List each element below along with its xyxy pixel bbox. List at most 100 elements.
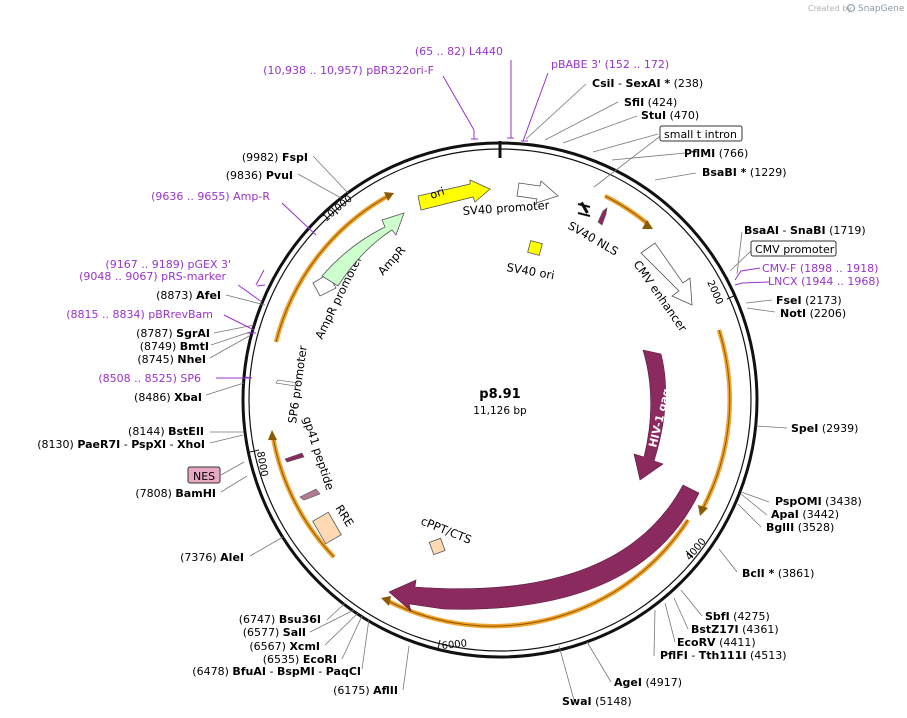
ori-label: ori [428,185,446,202]
left-enzyme-labels: (9982) FspI(9836) PvuI(8873) AfeI(8787) … [37,151,398,697]
sv40-nls-label: SV40 NLS [566,218,621,258]
orf-arrowhead-ampr [384,192,394,201]
gp41-peptide-label: gp41 peptide [300,415,337,492]
orf-arc-left-core [272,436,335,558]
plasmid-name: p8.91 [479,387,520,402]
enzyme-site-pflmi: PflMI (766) [684,147,748,160]
enzyme-site-paer7i: (8130) PaeR7I - PspXI - XhoI [37,438,205,451]
orf-arrowhead-pol [381,596,391,606]
sv40-nls-feature [577,201,591,217]
primer-ampr: (9636 .. 9655) Amp-R [151,190,270,203]
cmv-promoter-label: CMV promoter [755,243,835,256]
right-enzyme-labels: CsiI - SexAI * (238) SfiI (424)StuI (470)… [562,77,866,708]
sv40-nls-pointer [597,207,608,226]
tick-label-8000: 8000 [254,451,269,478]
ampr-label: AmpR [375,243,408,278]
ampr-feature [321,212,405,287]
gp41-arrow-1 [284,452,305,463]
enzyme-site-pspomi: PspOMI (3438) [775,495,862,508]
enzyme-site-noti: NotI (2206) [780,307,846,320]
credit-brand: SnapGene [858,4,905,14]
sp6-promoter-feature [275,379,299,387]
snapgene-credit: Created by SnapGene [808,3,905,14]
orf-arcs [268,192,732,629]
enzyme-site-nhei: (8745) NheI [137,353,206,366]
gp41-arrow-2 [299,488,321,501]
credit-prefix: Created by [808,4,852,13]
enzyme-site-afei: (8873) AfeI [156,289,221,302]
enzyme-site-bfuai: (6478) BfuAI - BspMI - PaqCI [192,665,361,678]
enzyme-site-sbfi: SbfI (4275) [705,610,770,623]
cmv-promoter-box: CMV promoter [750,240,837,257]
enzyme-site-sali: (6577) SalI [243,626,306,639]
orf-arrowhead-left [268,430,277,440]
nes-box: NES [187,466,221,484]
enzyme-site-bsu36i: (6747) Bsu36I [239,613,321,626]
enzyme-site-bcli: BclI * (3861) [742,567,814,580]
enzyme-site-swai: SwaI (5148) [562,695,632,708]
enzyme-site-ecori: (6535) EcoRI [263,653,337,666]
enzyme-site-alei: (7376) AleI [180,551,244,564]
enzyme-site-sfii: SfiI (424) [624,96,677,109]
enzyme-site-ecorv: EcoRV (4411) [677,636,756,649]
boxed-leaders [220,133,753,476]
primer-pbr322orif: (10,938 .. 10,957) pBR322ori-F [263,64,434,77]
enzyme-site-xcmi: (6567) XcmI [249,640,320,653]
tick-label-6000: 6000 [441,638,467,652]
enzyme-site-bsabi: BsaBI * (1229) [702,166,787,179]
left-enzyme-leaders [205,155,410,691]
enzyme-site-csii: CsiI - SexAI * (238) [592,77,703,90]
tick-label-4000: 4000 [684,536,709,563]
hiv1-pol-feature [388,484,700,612]
primer-pgex3: (9167 .. 9189) pGEX 3' [105,258,231,271]
sv40-promoter-feature [516,180,559,204]
enzyme-site-bsteii: (8144) BstEII [128,425,204,438]
cppt-cts-feature [428,537,446,556]
sv40-promoter-label: SV40 promoter [462,198,550,218]
primer-pbrrevbam: (8815 .. 8834) pBRrevBam [66,308,213,321]
sv40-ori-feature [527,240,543,256]
enzyme-site-bmti: (8749) BmtI [140,340,209,353]
enzyme-site-bsaai: BsaAI - SnaBI (1719) [744,224,866,237]
primer-leaders [216,60,770,379]
hiv1-gag-feature [633,349,666,481]
ori-feature [417,179,491,211]
primer-sp6: (8508 .. 8525) SP6 [98,372,201,385]
nes-label: NES [193,470,215,483]
orf-arc-gag-core [702,329,731,509]
plasmid-length: 11,126 bp [473,405,527,417]
enzyme-site-apai: ApaI (3442) [771,508,839,521]
sv40-ori-label: SV40 ori [505,260,555,282]
enzyme-site-pflfi: PflFI - Tth111I (4513) [660,649,787,662]
enzyme-site-fspi: (9982) FspI [242,151,308,164]
enzyme-site-xbai: (8486) XbaI [134,391,202,404]
orf-arrowhead-sv40 [642,220,653,229]
cmv-enhancer-feature [640,242,693,306]
primer-labels: (65 .. 82) L4440 (10,938 .. 10,957) pBR32… [66,45,879,385]
orf-arc-pol-core [387,519,689,627]
cppt-cts-label: cPPT/CTS [419,514,474,547]
enzyme-site-bamhi: (7808) BamHI [135,487,216,500]
enzyme-site-bglii: BglII (3528) [766,521,834,534]
primer-cmvf: CMV-F (1898 .. 1918) [762,262,878,275]
small-t-intron-box: small t intron [659,125,743,142]
small-t-intron-label: small t intron [664,128,737,141]
primer-pbabe3: pBABE 3' (152 .. 172) [551,58,669,71]
right-enzyme-leaders [525,83,788,701]
enzyme-site-stui: StuI (470) [641,109,699,122]
orf-arc-sv40 [603,193,650,226]
rre-feature [312,511,342,545]
primer-l4440: (65 .. 82) L4440 [415,45,503,58]
tick-label-10000: 10,000 [321,193,355,224]
primer-lncx: LNCX (1944 .. 1968) [768,275,880,288]
enzyme-site-spei: SpeI (2939) [791,422,858,435]
orf-arrowhead-gag [698,505,708,516]
enzyme-site-aflii: (6175) AflII [333,684,398,697]
enzyme-site-agei: AgeI (4917) [614,676,682,689]
enzyme-site-bstz17i: BstZ17I (4361) [691,623,779,636]
snapgene-logo-icon [846,3,856,13]
enzyme-site-fsei: FseI (2173) [776,294,842,307]
enzyme-site-pvui: (9836) PvuI [226,169,293,182]
primer-prsmarker: (9048 .. 9067) pRS-marker [79,270,226,283]
